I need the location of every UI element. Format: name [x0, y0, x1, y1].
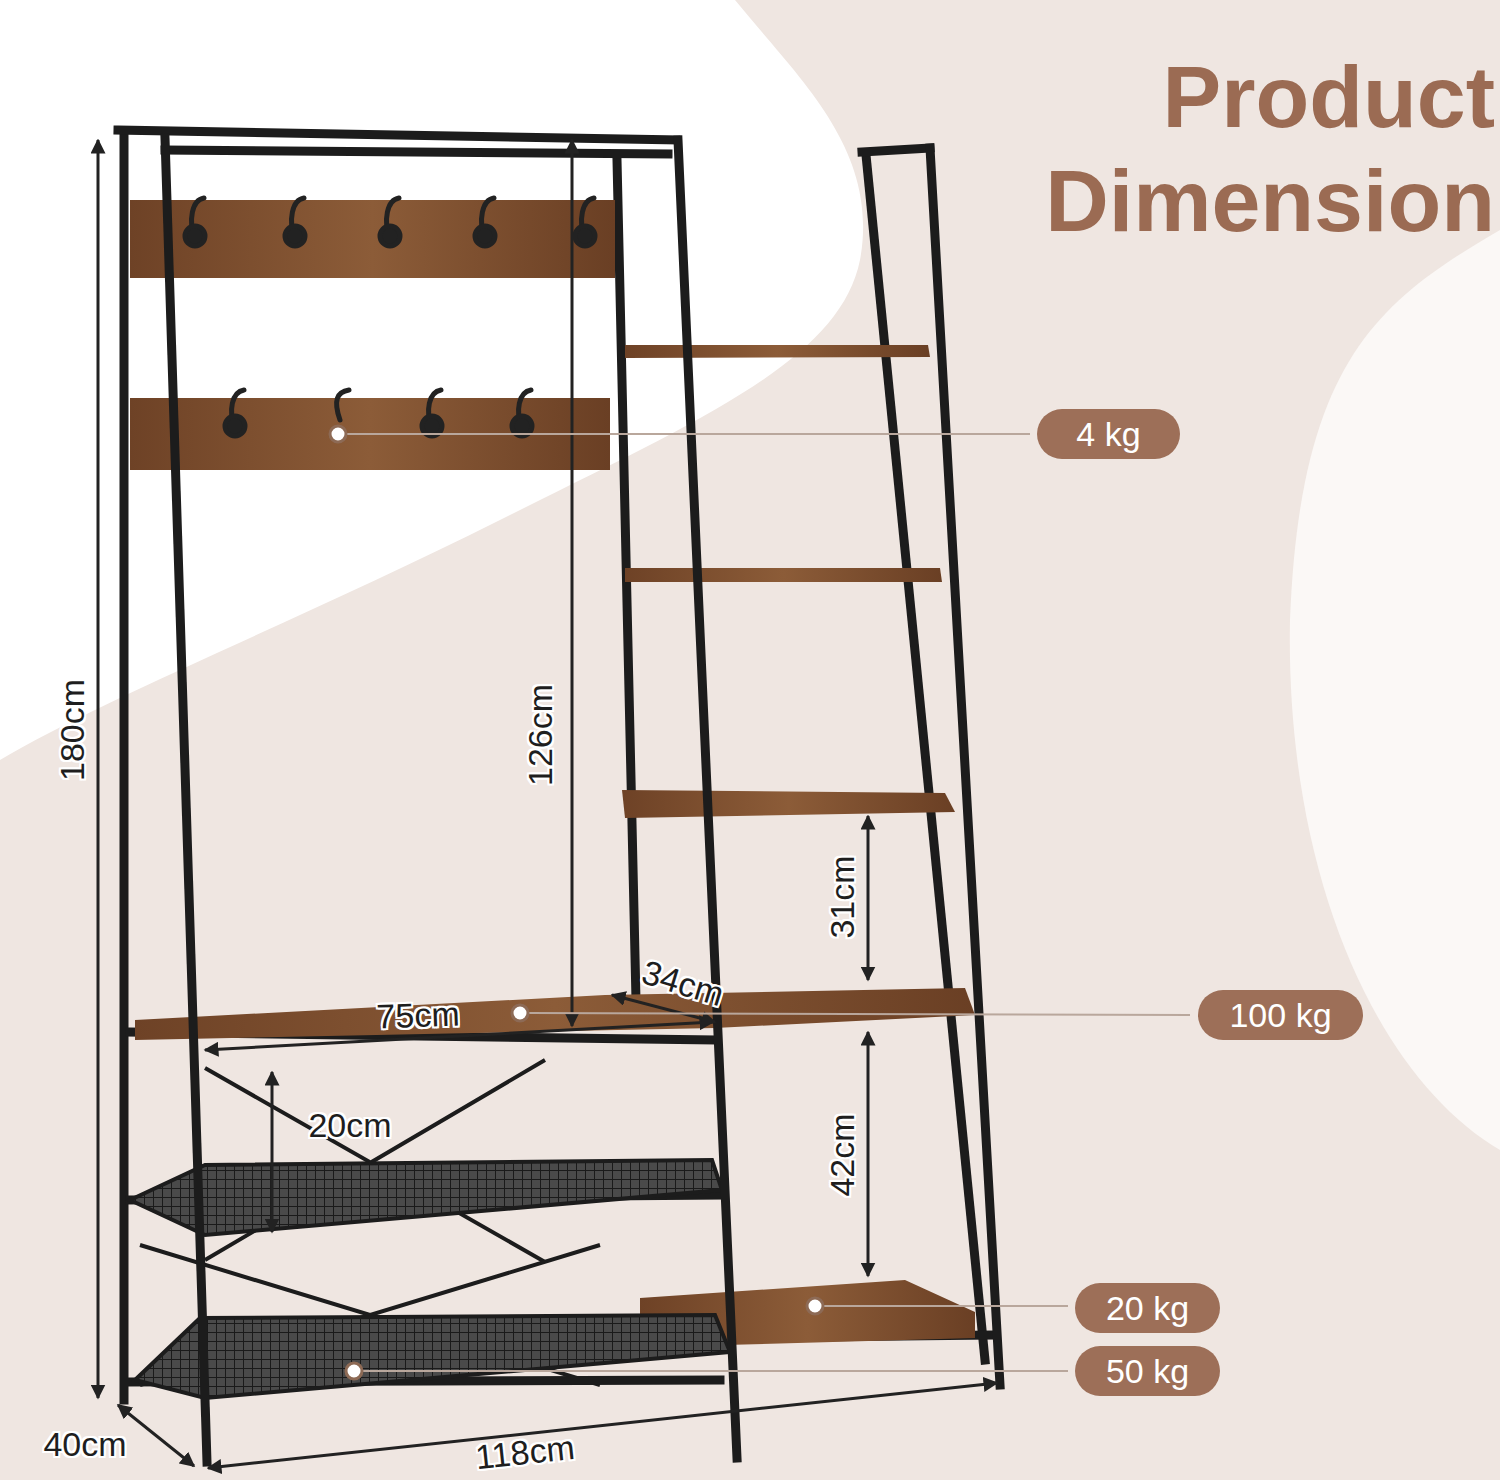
mesh-shelves — [130, 1160, 730, 1398]
dimension-label: 40cm — [43, 1425, 126, 1463]
frame-front — [165, 138, 1000, 1462]
dimension-label: 118cm — [474, 1428, 577, 1476]
background-blob — [0, 0, 1500, 1150]
weight-pill: 4 kg — [1037, 409, 1180, 459]
leader-lines — [347, 434, 1190, 1371]
dimension-lines — [98, 140, 997, 1468]
leader-dots — [330, 426, 823, 1379]
weight-text: 20 kg — [1106, 1289, 1189, 1327]
dimension-label: 180cm — [53, 679, 91, 781]
weight-pill: 50 kg — [1075, 1346, 1220, 1396]
dimension-label: 20cm — [308, 1106, 391, 1144]
frame — [118, 130, 990, 1400]
dimension-label: 42cm — [823, 1113, 861, 1196]
hooks — [185, 198, 595, 436]
weight-pill: 20 kg — [1075, 1283, 1220, 1333]
dimension-label: 34cm — [638, 953, 729, 1014]
dimension-label: 126cm — [521, 684, 559, 786]
weight-text: 50 kg — [1106, 1352, 1189, 1390]
weight-text: 4 kg — [1076, 415, 1140, 453]
weight-text: 100 kg — [1229, 996, 1331, 1034]
dimension-label: 31cm — [823, 855, 861, 938]
page-title: Product Dimension — [895, 45, 1495, 253]
hook-boards — [130, 200, 615, 470]
weight-pill: 100 kg — [1198, 990, 1363, 1040]
dimension-label: 75cm — [376, 995, 460, 1036]
